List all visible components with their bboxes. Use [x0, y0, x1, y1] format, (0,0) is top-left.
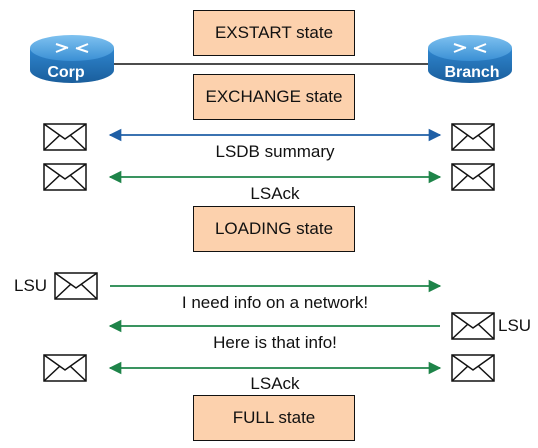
router-branch-label: Branch [444, 64, 500, 81]
router-corp-label: Corp [47, 64, 85, 81]
router-corp-icon [30, 35, 114, 83]
lsdb-summary-label: LSDB summary [215, 142, 335, 161]
exstart-state-box: EXSTART state [193, 10, 355, 56]
envelope-icon [43, 123, 87, 151]
lsu-left-label: LSU [14, 276, 48, 295]
envelope-icon [451, 163, 495, 191]
lsack-label-1: LSAck [250, 184, 300, 203]
envelope-icon [43, 354, 87, 382]
loading-state-box: LOADING state [193, 206, 355, 252]
envelope-icon [54, 272, 98, 300]
full-state-box: FULL state [193, 395, 355, 441]
lsu-right-label: LSU [498, 316, 532, 335]
exchange-state-box: EXCHANGE state [193, 74, 355, 120]
envelope-icon [451, 354, 495, 382]
request-label: I need info on a network! [181, 293, 369, 312]
envelope-icon [451, 123, 495, 151]
reply-label: Here is that info! [213, 333, 337, 352]
envelope-icon [451, 312, 495, 340]
envelope-icon [43, 163, 87, 191]
lsack-label-2: LSAck [250, 374, 300, 393]
router-branch-icon [428, 35, 512, 83]
